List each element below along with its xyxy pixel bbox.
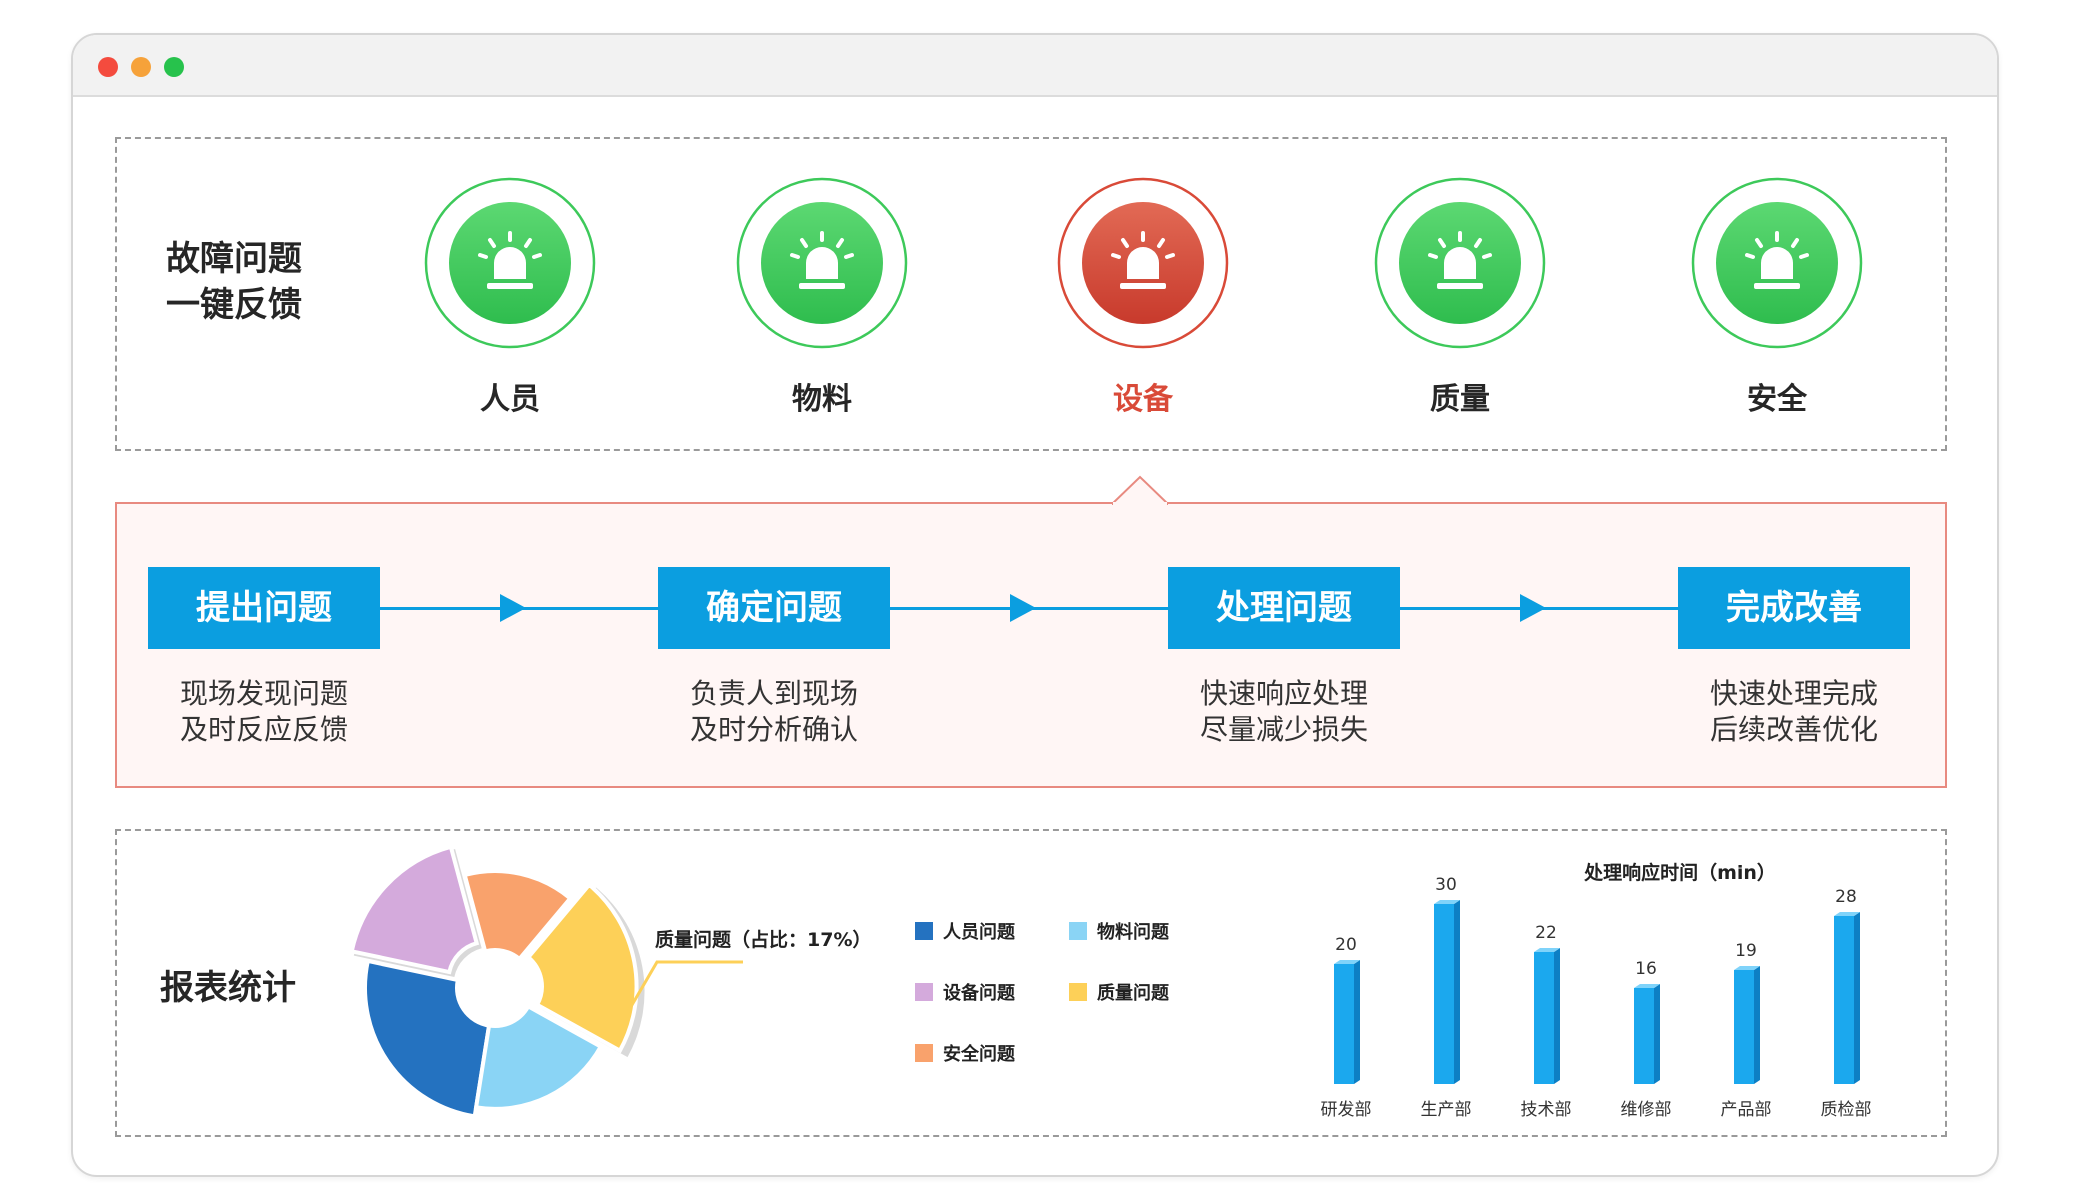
legend-label: 安全问题 (943, 1044, 1015, 1065)
legend-swatch (1069, 922, 1087, 940)
feedback-category-3[interactable] (1374, 177, 1546, 349)
maximize-button[interactable] (164, 57, 184, 77)
legend-item: 设备问题 (915, 979, 1015, 1005)
alarm-light-icon (1691, 177, 1863, 349)
process-step-desc-line2: 及时分析确认 (689, 713, 858, 746)
legend-label: 质量问题 (1097, 983, 1169, 1004)
pie-slice-2 (525, 881, 639, 1054)
legend-label: 设备问题 (943, 983, 1015, 1004)
bar-value-label: 20 (1335, 935, 1357, 955)
legend-swatch (915, 983, 933, 1001)
process-step-2[interactable]: 处理问题 (1168, 567, 1400, 649)
process-step-desc: 快速响应处理尽量减少损失 (1134, 676, 1434, 748)
bar-category-label: 研发部 (1321, 1100, 1372, 1120)
feedback-title-line1: 故障问题 (166, 239, 302, 279)
bar-value-label: 16 (1635, 959, 1657, 979)
pie-chart (349, 844, 645, 1119)
process-step-desc: 现场发现问题及时反应反馈 (114, 676, 414, 748)
pie-callout-line (615, 960, 743, 1035)
bar-value-label: 22 (1535, 923, 1557, 943)
legend-swatch (915, 922, 933, 940)
process-step-0[interactable]: 提出问题 (148, 567, 380, 649)
alarm-light-icon (1374, 177, 1546, 349)
alarm-light-icon (1057, 177, 1229, 349)
process-step-desc: 负责人到现场及时分析确认 (624, 676, 924, 748)
process-step-3[interactable]: 完成改善 (1678, 567, 1910, 649)
legend-item: 安全问题 (915, 1040, 1015, 1066)
feedback-category-4[interactable] (1691, 177, 1863, 349)
feedback-category-2[interactable] (1057, 177, 1229, 349)
feedback-category-label[interactable]: 设备 (1113, 382, 1173, 417)
minimize-button[interactable] (131, 57, 151, 77)
alarm-light-icon (736, 177, 908, 349)
process-step-1[interactable]: 确定问题 (658, 567, 890, 649)
arrow-right-icon (1009, 594, 1036, 622)
legend-swatch (915, 1044, 933, 1062)
bar-value-label: 30 (1435, 875, 1457, 895)
process-step-desc-line2: 及时反应反馈 (179, 713, 348, 746)
close-button[interactable] (98, 57, 118, 77)
bar-category-label: 生产部 (1421, 1100, 1472, 1120)
alarm-light-icon (424, 177, 596, 349)
pie-slice-0 (363, 958, 492, 1119)
bar-2 (1534, 948, 1560, 1084)
bar-chart-title: 处理响应时间（min） (1584, 862, 1776, 884)
feedback-category-1[interactable] (736, 177, 908, 349)
pie-slice-4 (349, 844, 480, 975)
report-title: 报表统计 (160, 968, 296, 1008)
legend-item: 人员问题 (915, 918, 1015, 944)
feedback-category-0[interactable] (424, 177, 596, 349)
bar-0 (1334, 960, 1360, 1084)
legend-label: 物料问题 (1097, 922, 1169, 943)
feedback-category-label[interactable]: 人员 (480, 382, 540, 417)
bar-category-label: 产品部 (1721, 1100, 1772, 1120)
pie-callout-label: 质量问题（占比：17%） (655, 929, 872, 951)
bar-1 (1434, 900, 1460, 1084)
bar-chart: 20 研发部 30 生产部 22 技术部 16 维修部 19 产品部 28 质检部 (1321, 875, 1872, 1120)
report-panel (115, 829, 1947, 1137)
bar-value-label: 19 (1735, 941, 1757, 961)
pie-hole (457, 950, 533, 1026)
feedback-title: 故障问题 一键反馈 (166, 236, 302, 328)
process-step-desc: 快速处理完成后续改善优化 (1644, 676, 1944, 748)
process-step-desc-line1: 快速响应处理 (1199, 677, 1368, 710)
bar-5 (1834, 912, 1860, 1084)
legend-swatch (1069, 983, 1087, 1001)
process-step-desc-line1: 现场发现问题 (179, 677, 348, 710)
arrow-right-icon (1519, 594, 1546, 622)
bar-4 (1734, 966, 1760, 1084)
process-step-desc-line2: 后续改善优化 (1709, 713, 1878, 746)
legend-item: 物料问题 (1069, 918, 1169, 944)
process-step-desc-line1: 负责人到现场 (689, 677, 858, 710)
feedback-category-label[interactable]: 安全 (1747, 382, 1807, 417)
bar-value-label: 28 (1835, 887, 1857, 907)
panel-pointer (1112, 475, 1168, 505)
arrow-right-icon (499, 594, 526, 622)
bar-3 (1634, 984, 1660, 1084)
feedback-title-line2: 一键反馈 (166, 285, 302, 325)
feedback-panel (115, 137, 1947, 451)
process-step-desc-line2: 尽量减少损失 (1199, 713, 1368, 746)
feedback-category-label[interactable]: 物料 (792, 382, 852, 417)
process-panel (115, 502, 1947, 788)
bar-category-label: 维修部 (1621, 1100, 1672, 1120)
feedback-category-label[interactable]: 质量 (1430, 382, 1490, 417)
legend-label: 人员问题 (943, 922, 1015, 943)
title-bar (73, 35, 1997, 97)
process-step-desc-line1: 快速处理完成 (1709, 677, 1878, 710)
bar-category-label: 技术部 (1521, 1100, 1572, 1120)
legend-item: 质量问题 (1069, 979, 1169, 1005)
bar-category-label: 质检部 (1821, 1100, 1872, 1120)
